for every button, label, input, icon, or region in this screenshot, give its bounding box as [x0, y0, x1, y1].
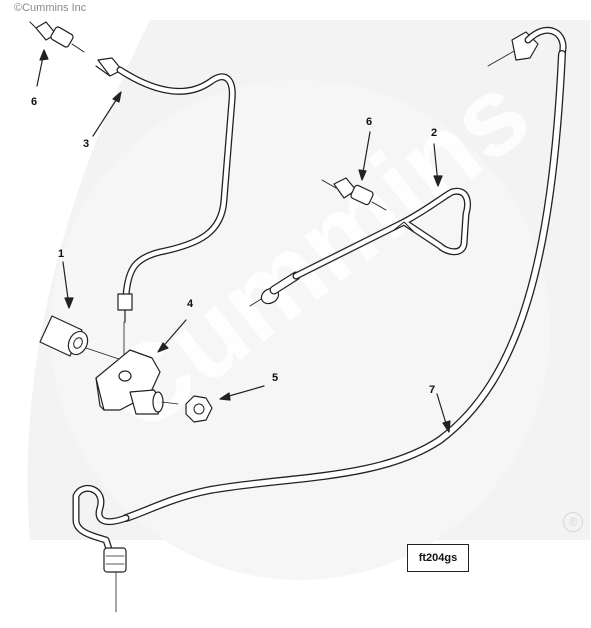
part-6-fitting-upper-left — [29, 21, 85, 53]
callout-3: 3 — [83, 138, 90, 150]
leader-lines — [36, 49, 451, 433]
part-2-tube — [249, 187, 471, 307]
copyright-label: ©Cummins Inc — [14, 2, 87, 14]
part-4-bracket — [95, 349, 179, 415]
part-6-fitting-middle — [321, 177, 387, 211]
figure-id-box: ft204gs — [407, 544, 469, 572]
watermark: Cummins — [27, 20, 590, 580]
registered-mark: ® — [563, 512, 583, 532]
figure-id-label: ft204gs — [418, 552, 458, 564]
callout-4: 4 — [187, 298, 194, 310]
callout-5: 5 — [272, 372, 279, 384]
callout-6-middle: 6 — [366, 116, 373, 128]
part-3-tube — [95, 57, 236, 373]
part-7-hose — [72, 26, 567, 613]
callout-6-upper: 6 — [31, 96, 38, 108]
part-1-sleeve — [39, 315, 123, 361]
callout-2: 2 — [431, 127, 438, 139]
callout-1: 1 — [58, 248, 65, 260]
callout-7: 7 — [429, 384, 436, 396]
part-5-nut — [185, 395, 213, 423]
